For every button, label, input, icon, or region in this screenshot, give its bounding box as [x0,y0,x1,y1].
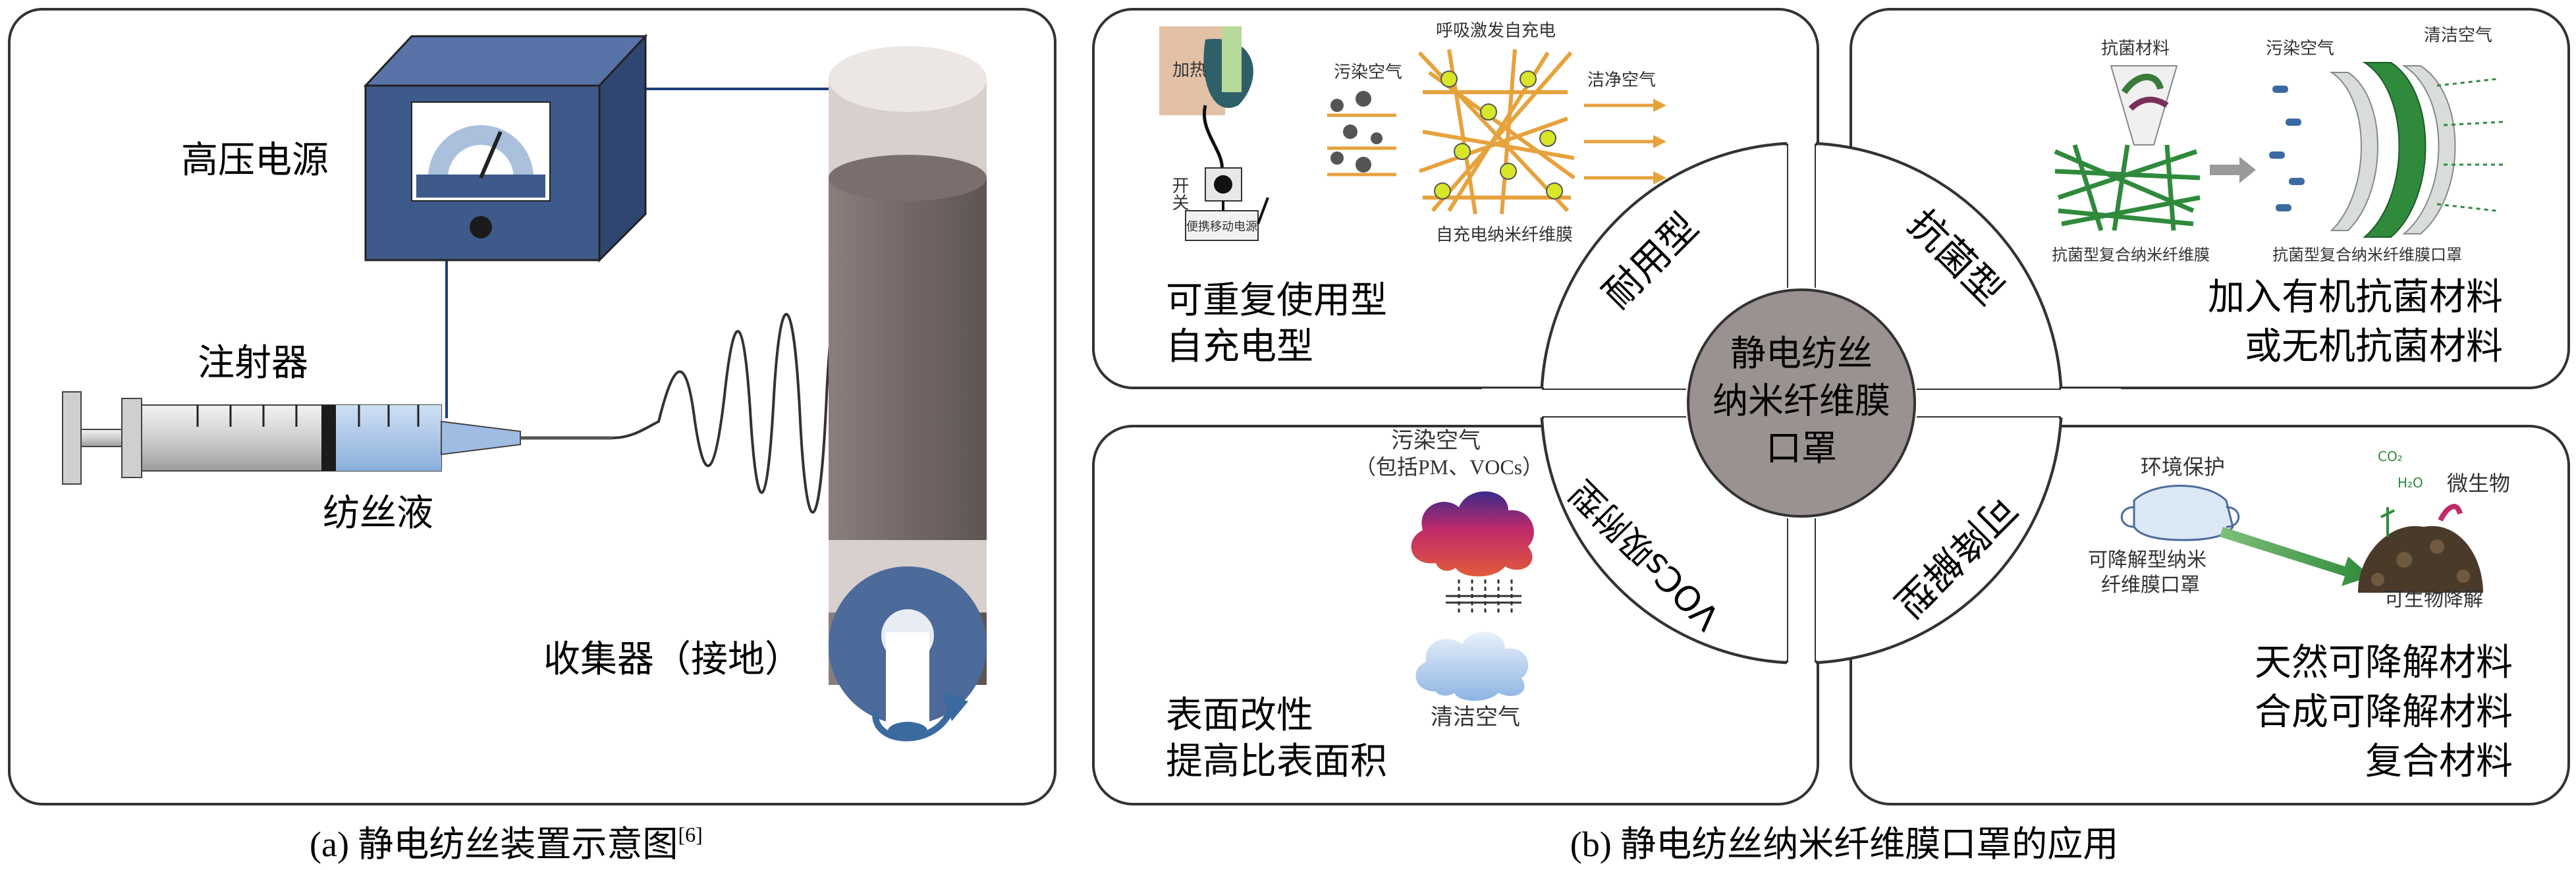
caption-a-text: (a) 静电纺丝装置示意图 [310,825,678,864]
br-fig-h2o: H₂O [2398,475,2423,491]
br-fig-mask-1: 可降解型纳米 [2088,549,2206,572]
bl-fig-clean: 清洁空气 [1431,704,1520,730]
br-fig-microbe: 微生物 [2447,471,2510,496]
br-fig-bio: 可生物降解 [2384,588,2483,611]
power-supply-box [366,36,645,260]
br-fig-co2: CO₂ [2378,449,2403,464]
tl-fig-polluted: 污染空气 [1334,63,1402,82]
label-power-supply: 高压电源 [181,139,329,182]
label-syringe: 注射器 [198,342,308,385]
tr-fig-polluted: 污染空气 [2266,39,2334,59]
br-label-2: 合成可降解材料 [2255,691,2513,734]
tr-fig-material: 抗菌材料 [2101,39,2170,59]
br-fig-mask-2: 纤维膜口罩 [2101,574,2200,597]
tl-fig-switch: 开关 [1169,177,1189,211]
br-label-1: 天然可降解材料 [2255,641,2513,684]
br-label-3: 复合材料 [2365,740,2513,783]
tl-fig-clean: 洁净空气 [1587,70,1656,90]
tl-label-2: 自充电型 [1166,325,1313,368]
tr-fig-mask: 抗菌型复合纳米纤维膜口罩 [2272,246,2462,264]
tl-fig-triggered: 呼吸激发自充电 [1436,21,1556,41]
panel-b: 静电纺丝 纳米纤维膜 口罩 耐用型 抗菌型 VOCs吸附型 可降解型 加热 开关… [1093,9,2569,864]
tr-fig-clean: 清洁空气 [2424,26,2492,45]
bl-fig-pm: （包括PM、VOCs） [1355,455,1543,479]
tr-label-1: 加入有机抗菌材料 [2208,276,2503,319]
bl-label-2: 提高比表面积 [1166,740,1387,783]
tr-label-2: 或无机抗菌材料 [2245,325,2503,368]
caption-a-ref: [6] [678,823,702,846]
bl-fig-polluted: 污染空气 [1391,427,1481,454]
center-line-1: 静电纺丝 [1730,333,1873,374]
mask-shape [2134,486,2233,541]
caption-a: (a) 静电纺丝装置示意图[6] [310,823,703,864]
panel-a: 高压电源 注射器 纺丝液 [9,9,1055,864]
center-line-3: 口罩 [1766,427,1837,469]
label-spinning-solution: 纺丝液 [323,492,433,535]
tl-label-1: 可重复使用型 [1166,279,1387,322]
center-line-2: 纳米纤维膜 [1713,380,1890,421]
br-fig-env: 环境保护 [2141,454,2225,479]
tl-fig-heat: 加热 [1172,61,1207,80]
tl-fig-device: 便携移动电源 [1186,220,1257,234]
tr-fig-composite: 抗菌型复合纳米纤维膜 [2052,246,2210,264]
tl-fig-membrane: 自充电纳米纤维膜 [1436,225,1573,245]
caption-b: (b) 静电纺丝纳米纤维膜口罩的应用 [1570,825,2118,864]
label-collector: 收集器（接地） [543,638,802,681]
bl-label-1: 表面改性 [1166,694,1313,737]
collector-drum [829,46,987,740]
